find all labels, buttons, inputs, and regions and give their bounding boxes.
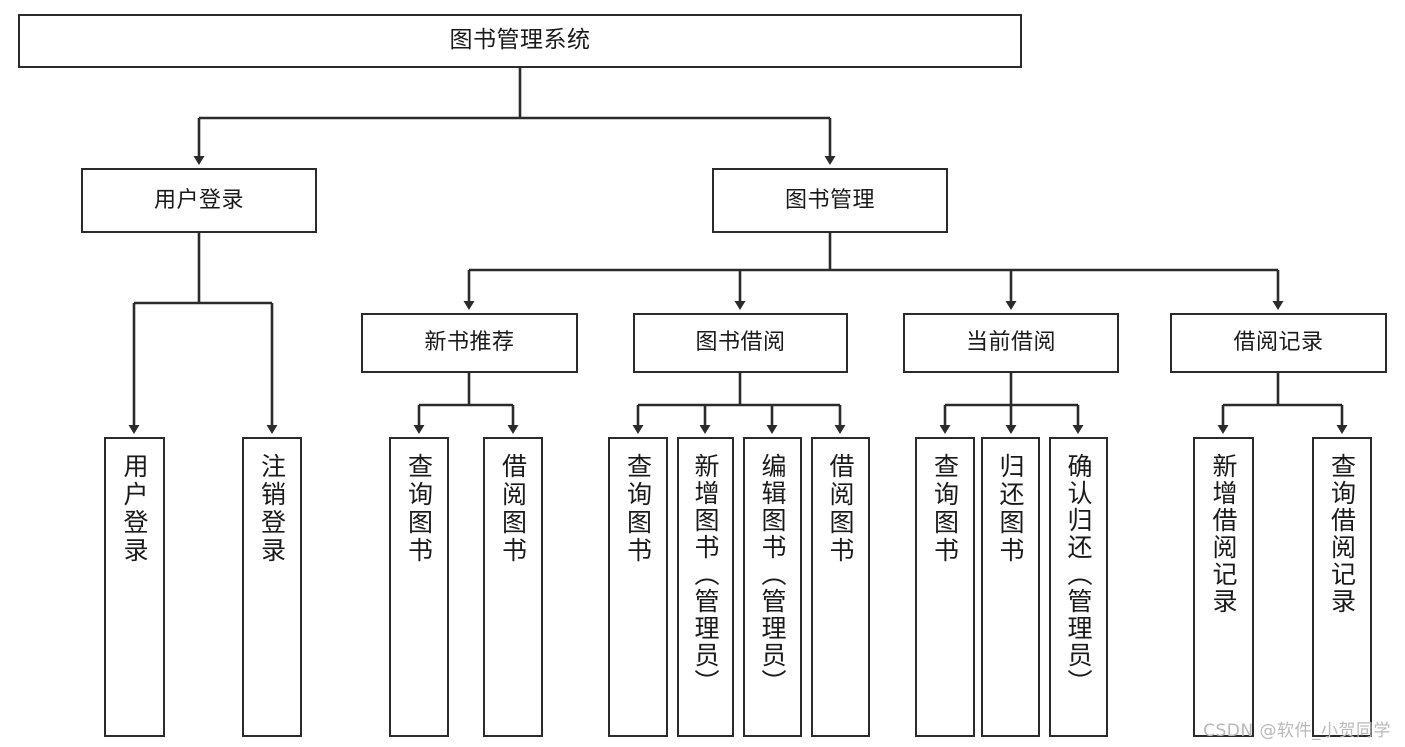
node-label: 查询借阅记录 [1327, 453, 1357, 615]
edge-book-borrow-to-leaves [632, 373, 846, 434]
node-user-login-group[interactable]: 用户登录 [81, 168, 317, 233]
node-label: 新增图书（管理员） [691, 453, 720, 696]
edge-book-manage-to-level3 [463, 233, 1284, 310]
node-leaf-confirm-return[interactable]: 确认归还（管理员） [1049, 437, 1108, 737]
node-leaf-query-borrow-record[interactable]: 查询借阅记录 [1312, 437, 1372, 737]
edge-current-borrow-to-leaves [939, 373, 1084, 434]
node-label: 注销登录 [257, 453, 287, 565]
node-label: 用户登录 [120, 453, 149, 565]
node-leaf-query-book-3[interactable]: 查询图书 [915, 437, 975, 737]
node-book-management-system[interactable]: 图书管理系统 [18, 14, 1022, 68]
node-leaf-logout[interactable]: 注销登录 [242, 437, 302, 737]
node-leaf-borrow-book-2[interactable]: 借阅图书 [811, 437, 870, 737]
node-book-borrow[interactable]: 图书借阅 [633, 313, 848, 373]
node-label: 确认归还（管理员） [1064, 453, 1093, 696]
node-label: 新增借阅记录 [1209, 453, 1238, 615]
node-label: 图书管理系统 [449, 27, 591, 54]
node-leaf-edit-book[interactable]: 编辑图书（管理员） [743, 437, 802, 737]
node-label: 借阅图书 [826, 453, 855, 565]
node-leaf-borrow-book-1[interactable]: 借阅图书 [483, 437, 543, 737]
edge-borrow-record-to-leaves [1217, 373, 1348, 434]
node-label: 图书借阅 [695, 330, 786, 356]
node-label: 借阅图书 [498, 453, 528, 565]
node-label: 查询图书 [930, 453, 960, 565]
node-label: 图书管理 [784, 187, 875, 213]
node-label: 查询图书 [623, 453, 653, 565]
edge-root-to-level2 [193, 68, 836, 165]
node-current-borrow[interactable]: 当前借阅 [903, 313, 1119, 373]
edge-new-book-rec-to-leaves [413, 373, 519, 434]
node-label: 编辑图书（管理员） [758, 453, 787, 696]
node-label: 当前借阅 [965, 330, 1056, 356]
node-new-book-recommend[interactable]: 新书推荐 [361, 313, 578, 373]
node-leaf-query-book-1[interactable]: 查询图书 [389, 437, 449, 737]
node-leaf-query-book-2[interactable]: 查询图书 [608, 437, 668, 737]
watermark: CSDN @软件_小贺同学 [1203, 721, 1391, 741]
edge-user-login-to-leaves [128, 233, 278, 434]
node-leaf-add-book[interactable]: 新增图书（管理员） [677, 437, 734, 737]
node-leaf-return-book[interactable]: 归还图书 [981, 437, 1040, 737]
node-label: 查询图书 [404, 453, 434, 565]
node-book-management[interactable]: 图书管理 [712, 168, 948, 233]
node-label: 归还图书 [996, 453, 1025, 565]
node-label: 新书推荐 [424, 330, 515, 356]
node-leaf-add-borrow-record[interactable]: 新增借阅记录 [1193, 437, 1254, 737]
node-leaf-user-login[interactable]: 用户登录 [104, 437, 165, 737]
node-borrow-record[interactable]: 借阅记录 [1170, 313, 1387, 373]
node-label: 借阅记录 [1233, 330, 1324, 356]
node-label: 用户登录 [153, 187, 244, 213]
